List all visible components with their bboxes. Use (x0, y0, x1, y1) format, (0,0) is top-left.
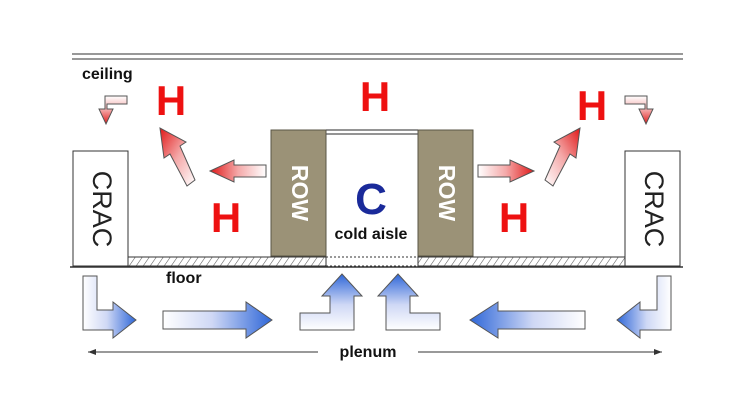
crac-unit-right: CRAC (624, 150, 681, 267)
hot-rising-arrow-right (544, 127, 581, 187)
hot-marker: H (499, 194, 529, 241)
cold-rising-arrow-left (299, 273, 364, 331)
crac-left-label: CRAC (87, 171, 117, 248)
plenum-label: plenum (340, 344, 397, 361)
hot-return-arrow-right (624, 95, 654, 126)
hot-rising-arrow-left (159, 127, 196, 187)
raised-floor (70, 256, 683, 268)
hot-marker: H (360, 73, 390, 120)
ceiling-line (72, 53, 683, 60)
server-row-right: ROW (417, 129, 474, 257)
ceiling-label: ceiling (82, 66, 133, 83)
plenum-dimension-line (88, 349, 662, 355)
floor-label: floor (166, 270, 202, 287)
hot-marker: H (211, 194, 241, 241)
cold-supply-arrow-bent-right (616, 275, 672, 340)
hot-return-arrow-left (98, 95, 128, 126)
cold-aisle-cap (326, 129, 418, 135)
cold-supply-arrow-left (162, 301, 273, 339)
cold-supply-arrow-bent-left (82, 275, 137, 340)
cold-marker: C (355, 175, 387, 224)
hot-marker: H (156, 77, 186, 124)
hot-marker: H (577, 82, 607, 129)
row-right-label: ROW (434, 165, 460, 222)
row-left-label: ROW (287, 165, 313, 222)
cold-rising-arrow-right (376, 273, 441, 331)
hot-exhaust-arrow-right (477, 159, 536, 183)
crac-right-label: CRAC (639, 171, 669, 248)
cold-supply-arrow-right (469, 301, 586, 339)
crac-unit-left: CRAC (72, 150, 129, 267)
server-row-left: ROW (270, 129, 327, 257)
hot-exhaust-arrow-left (208, 159, 267, 183)
cold-aisle-label: cold aisle (335, 226, 408, 243)
